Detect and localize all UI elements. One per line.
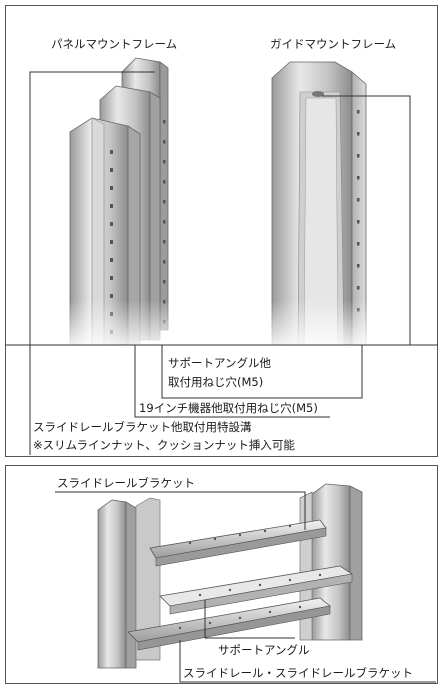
support-angle-hole-label-line2: 取付用ねじ穴(M5): [168, 375, 264, 389]
slide-groove-label-line1: スライドレールブラケット他取付用特設溝: [33, 420, 252, 434]
guide-mount-frame-label: ガイドマウントフレーム: [270, 37, 397, 51]
rail-assembly-panel: [5, 465, 438, 684]
panel-mount-frame-label: パネルマウントフレーム: [51, 37, 178, 51]
bottom-leader-lines: [55, 491, 436, 683]
rack19-hole-label: 19インチ機器他取付用ねじ穴(M5): [139, 401, 318, 415]
slide-groove-label-line2: ※スリムラインナット、クッションナット挿入可能: [33, 438, 295, 452]
support-angle-label: サポートアングル: [218, 643, 310, 657]
slide-rail-bracket-label: スライドレールブラケット: [57, 476, 195, 490]
rail-assembly-illustration: [97, 483, 363, 669]
slide-rail-and-bracket-label: スライドレール・スライドレールブラケット: [183, 666, 413, 680]
panel-mount-frame-illustration: [65, 57, 175, 348]
top-leader-lines: [5, 71, 438, 455]
support-angle-hole-label-line1: サポートアングル他: [168, 356, 272, 370]
guide-mount-frame-illustration: [268, 61, 370, 348]
